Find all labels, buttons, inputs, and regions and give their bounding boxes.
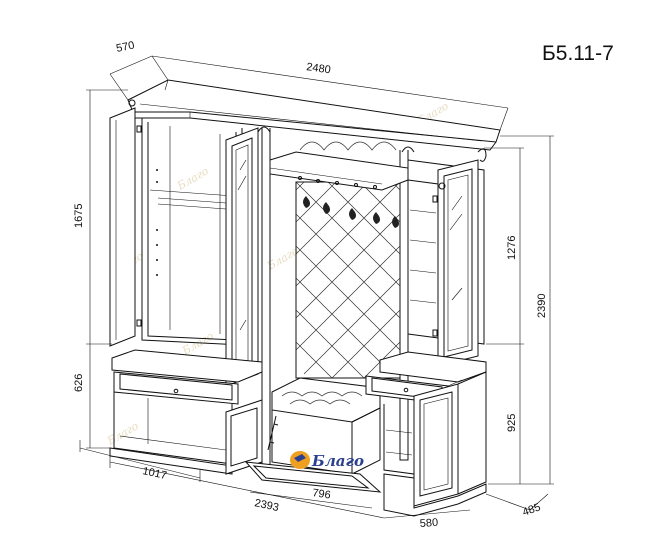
dim-right-upper-height: 1276 bbox=[506, 236, 518, 260]
dim-left-upper-height: 1675 bbox=[73, 204, 85, 228]
dimension-labels: 570 2480 1675 626 1276 2390 925 1017 239… bbox=[73, 39, 548, 530]
dim-right-lower-height: 925 bbox=[506, 414, 518, 432]
dim-left-lower-height: 626 bbox=[73, 374, 85, 392]
dim-right-width: 580 bbox=[419, 517, 438, 530]
dim-left-width: 1017 bbox=[141, 465, 167, 482]
dim-lower-width: 2393 bbox=[253, 497, 279, 514]
left-wardrobe bbox=[109, 107, 259, 387]
logo-text: Благо bbox=[311, 452, 364, 470]
brand-logo: Благо bbox=[290, 451, 364, 470]
right-lower-cabinet bbox=[365, 351, 487, 517]
dim-total-width: 2480 bbox=[306, 61, 332, 76]
dim-total-height: 2390 bbox=[536, 294, 548, 318]
top-cornice bbox=[127, 79, 501, 151]
dim-top-depth: 570 bbox=[115, 39, 135, 55]
quilted-panel bbox=[295, 141, 401, 379]
dim-bottom-depth: 485 bbox=[521, 501, 542, 519]
watermark-8: Благо bbox=[104, 419, 141, 448]
shelf-holes-left bbox=[156, 169, 158, 276]
left-lower-cabinet bbox=[109, 349, 263, 475]
right-wardrobe bbox=[407, 148, 487, 367]
dim-center-width: 796 bbox=[312, 487, 332, 501]
central-unit bbox=[244, 126, 415, 493]
model-code: Б5.11-7 bbox=[542, 42, 614, 65]
dimension-lines bbox=[79, 55, 554, 519]
watermark-1: Благо bbox=[174, 164, 211, 193]
coat-hooks bbox=[298, 176, 399, 228]
